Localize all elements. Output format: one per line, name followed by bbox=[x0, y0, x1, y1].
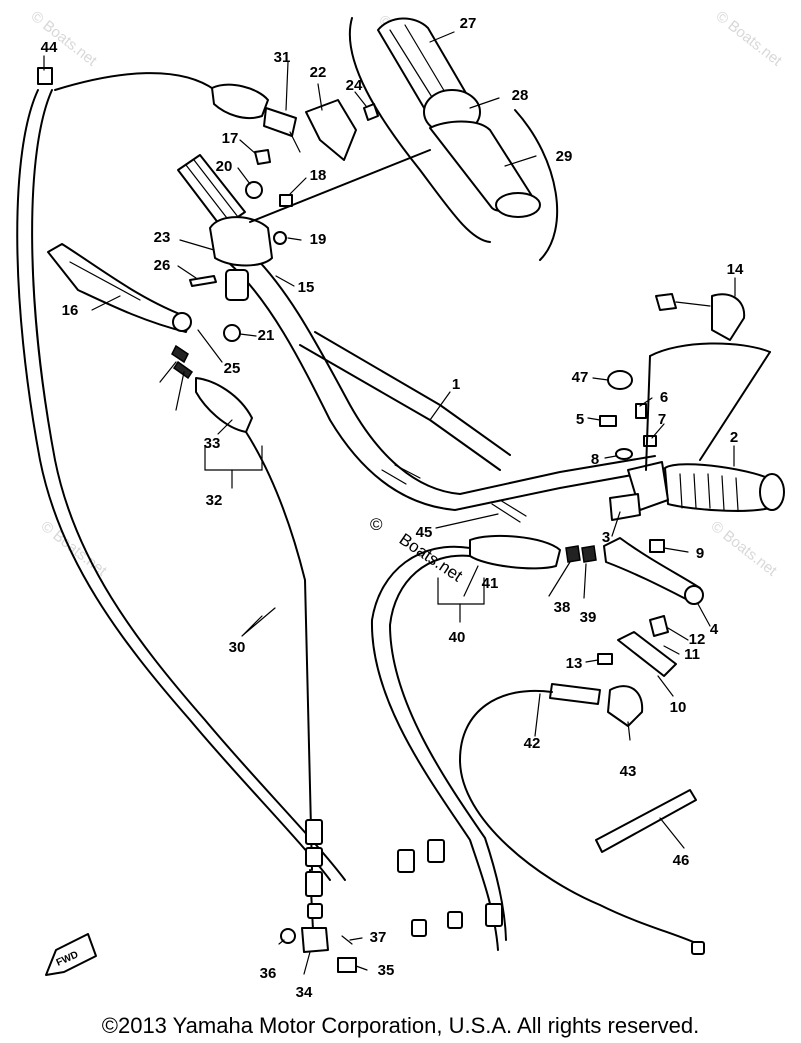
lower-cable-ends bbox=[280, 819, 705, 973]
watermark-mid-left: © Boats.net bbox=[38, 518, 111, 580]
part-number-41: 41 bbox=[482, 575, 499, 592]
part-number-33: 33 bbox=[204, 435, 221, 452]
part-number-47: 47 bbox=[572, 369, 589, 386]
watermark-top-left: © Boats.net bbox=[28, 8, 101, 70]
right-lever-assembly bbox=[370, 499, 704, 951]
part-number-4: 4 bbox=[710, 621, 719, 638]
choke-assembly bbox=[459, 615, 701, 946]
part-number-3: 3 bbox=[602, 529, 610, 546]
part-number-31: 31 bbox=[274, 49, 291, 66]
part-number-6: 6 bbox=[660, 389, 668, 406]
part-callouts: 1234567891011121314151617181920212223242… bbox=[41, 15, 744, 1001]
left-lever-assembly bbox=[47, 243, 313, 871]
part-number-16: 16 bbox=[62, 302, 79, 319]
part-number-24: 24 bbox=[346, 77, 363, 94]
part-number-29: 29 bbox=[556, 148, 573, 165]
part-number-26: 26 bbox=[154, 257, 171, 274]
part-number-14: 14 bbox=[727, 261, 744, 278]
part-number-15: 15 bbox=[298, 279, 315, 296]
handlebar bbox=[227, 249, 661, 511]
watermark-mid-right: © Boats.net bbox=[708, 518, 781, 580]
part-number-34: 34 bbox=[296, 984, 313, 1001]
part-number-44: 44 bbox=[41, 39, 58, 56]
inline-watermark-copyright: © bbox=[370, 515, 383, 534]
part-number-5: 5 bbox=[576, 411, 584, 428]
part-number-25: 25 bbox=[224, 360, 241, 377]
part-number-12: 12 bbox=[689, 631, 706, 648]
part-number-40: 40 bbox=[449, 629, 466, 646]
part-number-38: 38 bbox=[554, 599, 571, 616]
part-number-2: 2 bbox=[730, 429, 738, 446]
part-number-32: 32 bbox=[206, 492, 223, 509]
part-number-18: 18 bbox=[310, 167, 327, 184]
watermark-top-right: © Boats.net bbox=[713, 8, 786, 70]
part-number-27: 27 bbox=[460, 15, 477, 32]
part-number-45: 45 bbox=[416, 524, 433, 541]
part-number-36: 36 bbox=[260, 965, 277, 982]
fwd-tag: FWD bbox=[45, 933, 97, 976]
left-switch-assembly bbox=[16, 67, 379, 881]
right-grip-assembly bbox=[599, 293, 785, 553]
part-number-13: 13 bbox=[566, 655, 583, 672]
part-number-42: 42 bbox=[524, 735, 541, 752]
part-number-21: 21 bbox=[258, 327, 275, 344]
part-number-20: 20 bbox=[216, 158, 233, 175]
part-number-11: 11 bbox=[684, 646, 700, 663]
part-number-35: 35 bbox=[378, 962, 395, 979]
part-number-17: 17 bbox=[222, 130, 239, 147]
part-number-1: 1 bbox=[452, 376, 460, 393]
part-number-46: 46 bbox=[673, 852, 690, 869]
part-number-28: 28 bbox=[512, 87, 529, 104]
part-number-30: 30 bbox=[229, 639, 246, 656]
part-number-22: 22 bbox=[310, 64, 327, 81]
part-number-39: 39 bbox=[580, 609, 597, 626]
part-number-9: 9 bbox=[696, 545, 704, 562]
part-number-37: 37 bbox=[370, 929, 387, 946]
inset-right-grip bbox=[249, 17, 559, 261]
part-number-7: 7 bbox=[658, 411, 666, 428]
copyright-notice: ©2013 Yamaha Motor Corporation, U.S.A. A… bbox=[101, 1013, 700, 1038]
left-grip-assembly bbox=[177, 149, 293, 342]
part-number-8: 8 bbox=[591, 451, 599, 468]
leader-lines bbox=[43, 31, 736, 975]
part-number-23: 23 bbox=[154, 229, 171, 246]
part-number-43: 43 bbox=[620, 763, 637, 780]
part-number-10: 10 bbox=[670, 699, 687, 716]
part-number-19: 19 bbox=[310, 231, 327, 248]
